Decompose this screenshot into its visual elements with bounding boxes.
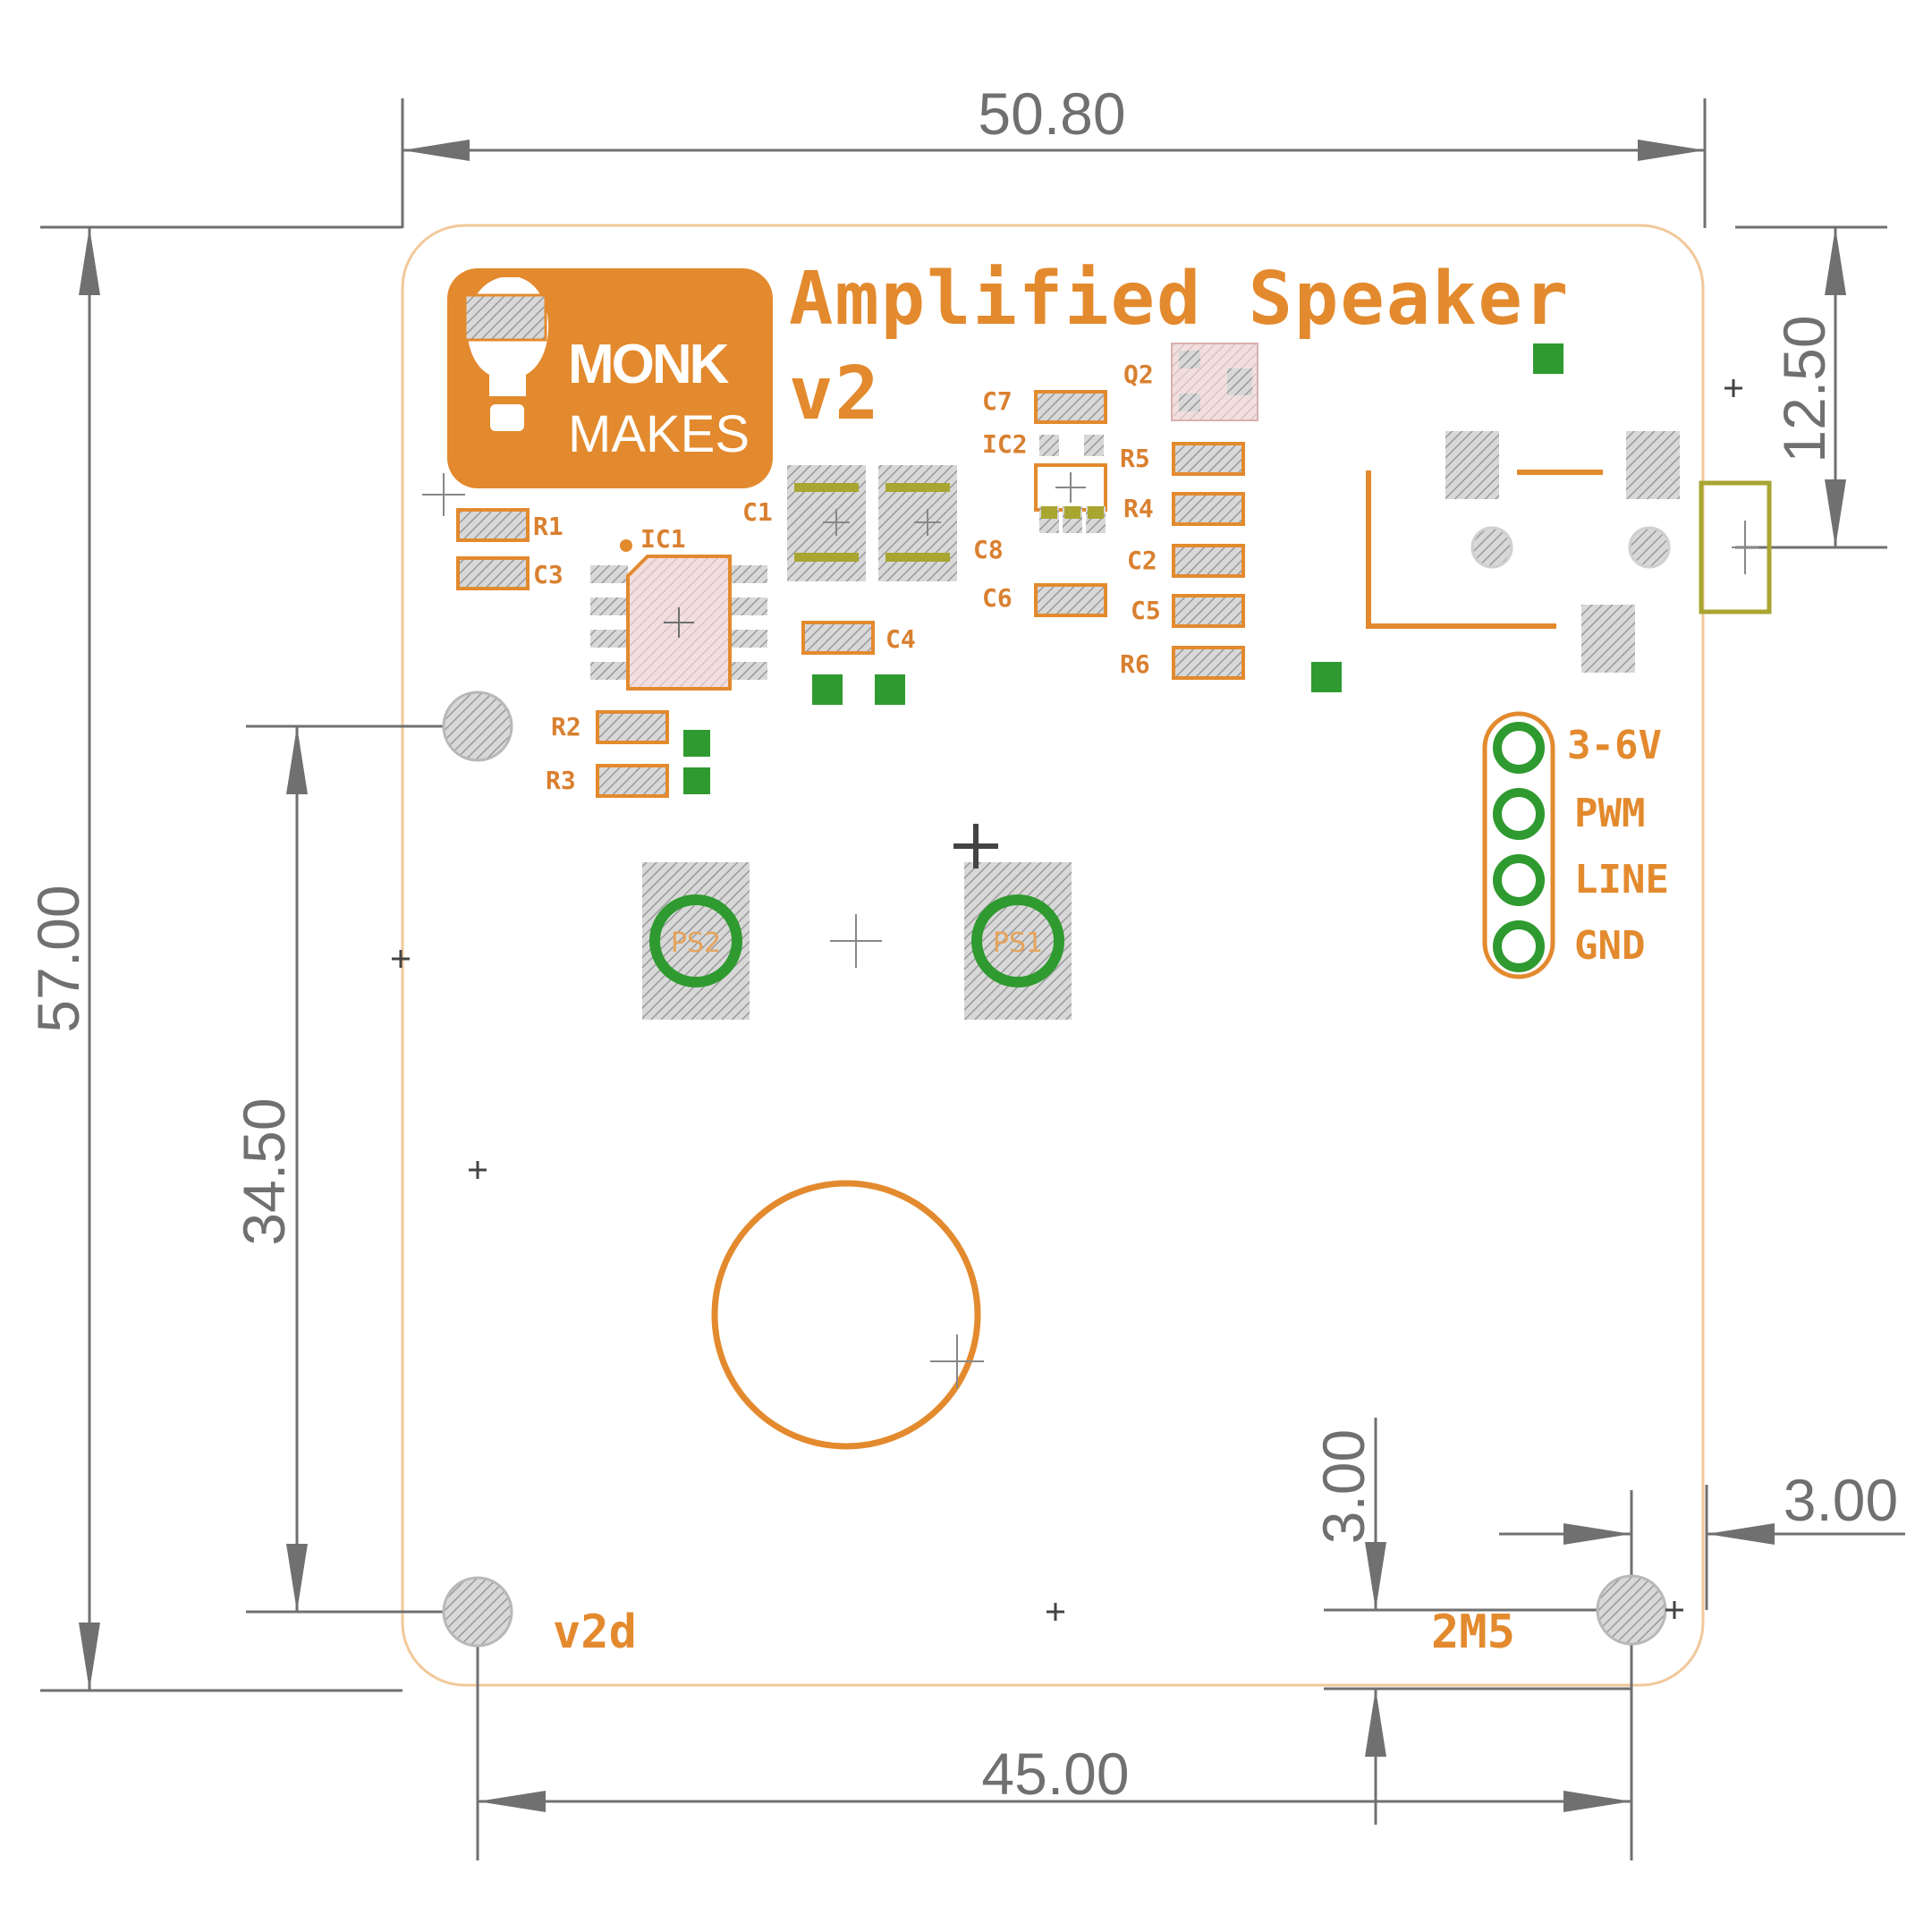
label-c4: C4 bbox=[886, 624, 916, 654]
board-version: v2 bbox=[789, 352, 881, 436]
label-c3: C3 bbox=[533, 560, 564, 589]
hole-size-mark: 2M5 bbox=[1431, 1606, 1515, 1659]
logo-makes: MAKES bbox=[568, 405, 750, 463]
plus-markers bbox=[392, 379, 1742, 1621]
label-c7: C7 bbox=[982, 386, 1013, 416]
speaker-outline bbox=[711, 1180, 981, 1450]
power-supply-pads bbox=[642, 862, 1072, 1020]
label-ic2: IC2 bbox=[982, 429, 1028, 459]
q2-package bbox=[1171, 343, 1258, 421]
label-r5: R5 bbox=[1120, 444, 1150, 473]
ic2-package bbox=[1034, 435, 1107, 533]
label-c6: C6 bbox=[982, 583, 1013, 613]
logo-monk: MONK bbox=[568, 334, 730, 395]
label-c1: C1 bbox=[742, 497, 773, 527]
label-r6: R6 bbox=[1120, 649, 1150, 679]
speaker-connector bbox=[1366, 431, 1772, 673]
ic1-package bbox=[590, 539, 767, 691]
pin-label-line: LINE bbox=[1574, 857, 1669, 902]
dimension-lines bbox=[40, 98, 1905, 1860]
monk-makes-logo: MONK MAKES bbox=[447, 268, 773, 488]
pin-label-power: 3-6V bbox=[1567, 723, 1662, 768]
board-title: Amplified Speaker bbox=[789, 257, 1570, 342]
ps2-label: PS2 bbox=[671, 928, 721, 959]
label-r2: R2 bbox=[551, 712, 581, 741]
dim-inset-horizontal: 3.00 bbox=[1784, 1467, 1898, 1533]
label-r3: R3 bbox=[546, 766, 576, 795]
test-pads bbox=[683, 343, 1563, 794]
label-c5: C5 bbox=[1131, 596, 1161, 625]
label-c2: C2 bbox=[1127, 546, 1157, 575]
label-c8: C8 bbox=[973, 535, 1004, 564]
smd-parts bbox=[456, 390, 1245, 798]
label-ic1: IC1 bbox=[640, 524, 686, 554]
label-r4: R4 bbox=[1123, 494, 1154, 523]
version-mark: v2d bbox=[553, 1606, 637, 1659]
dim-width-top: 50.80 bbox=[978, 80, 1125, 147]
dim-inset-vertical: 3.00 bbox=[1310, 1429, 1377, 1544]
mounting-holes bbox=[442, 691, 1667, 1648]
dim-hole-height: 34.50 bbox=[231, 1097, 297, 1245]
ps1-label: PS1 bbox=[993, 928, 1043, 959]
label-r1: R1 bbox=[533, 512, 564, 541]
pin-label-gnd: GND bbox=[1574, 923, 1645, 969]
dim-hole-spacing: 45.00 bbox=[981, 1741, 1129, 1807]
label-q2: Q2 bbox=[1123, 360, 1154, 389]
dim-height-left: 57.00 bbox=[25, 885, 91, 1032]
dim-right-offset: 12.50 bbox=[1771, 315, 1837, 462]
board-outline bbox=[401, 224, 1705, 1687]
crosshairs bbox=[422, 472, 1758, 1388]
pin-label-pwm: PWM bbox=[1574, 791, 1645, 836]
header-pins bbox=[1482, 711, 1555, 979]
